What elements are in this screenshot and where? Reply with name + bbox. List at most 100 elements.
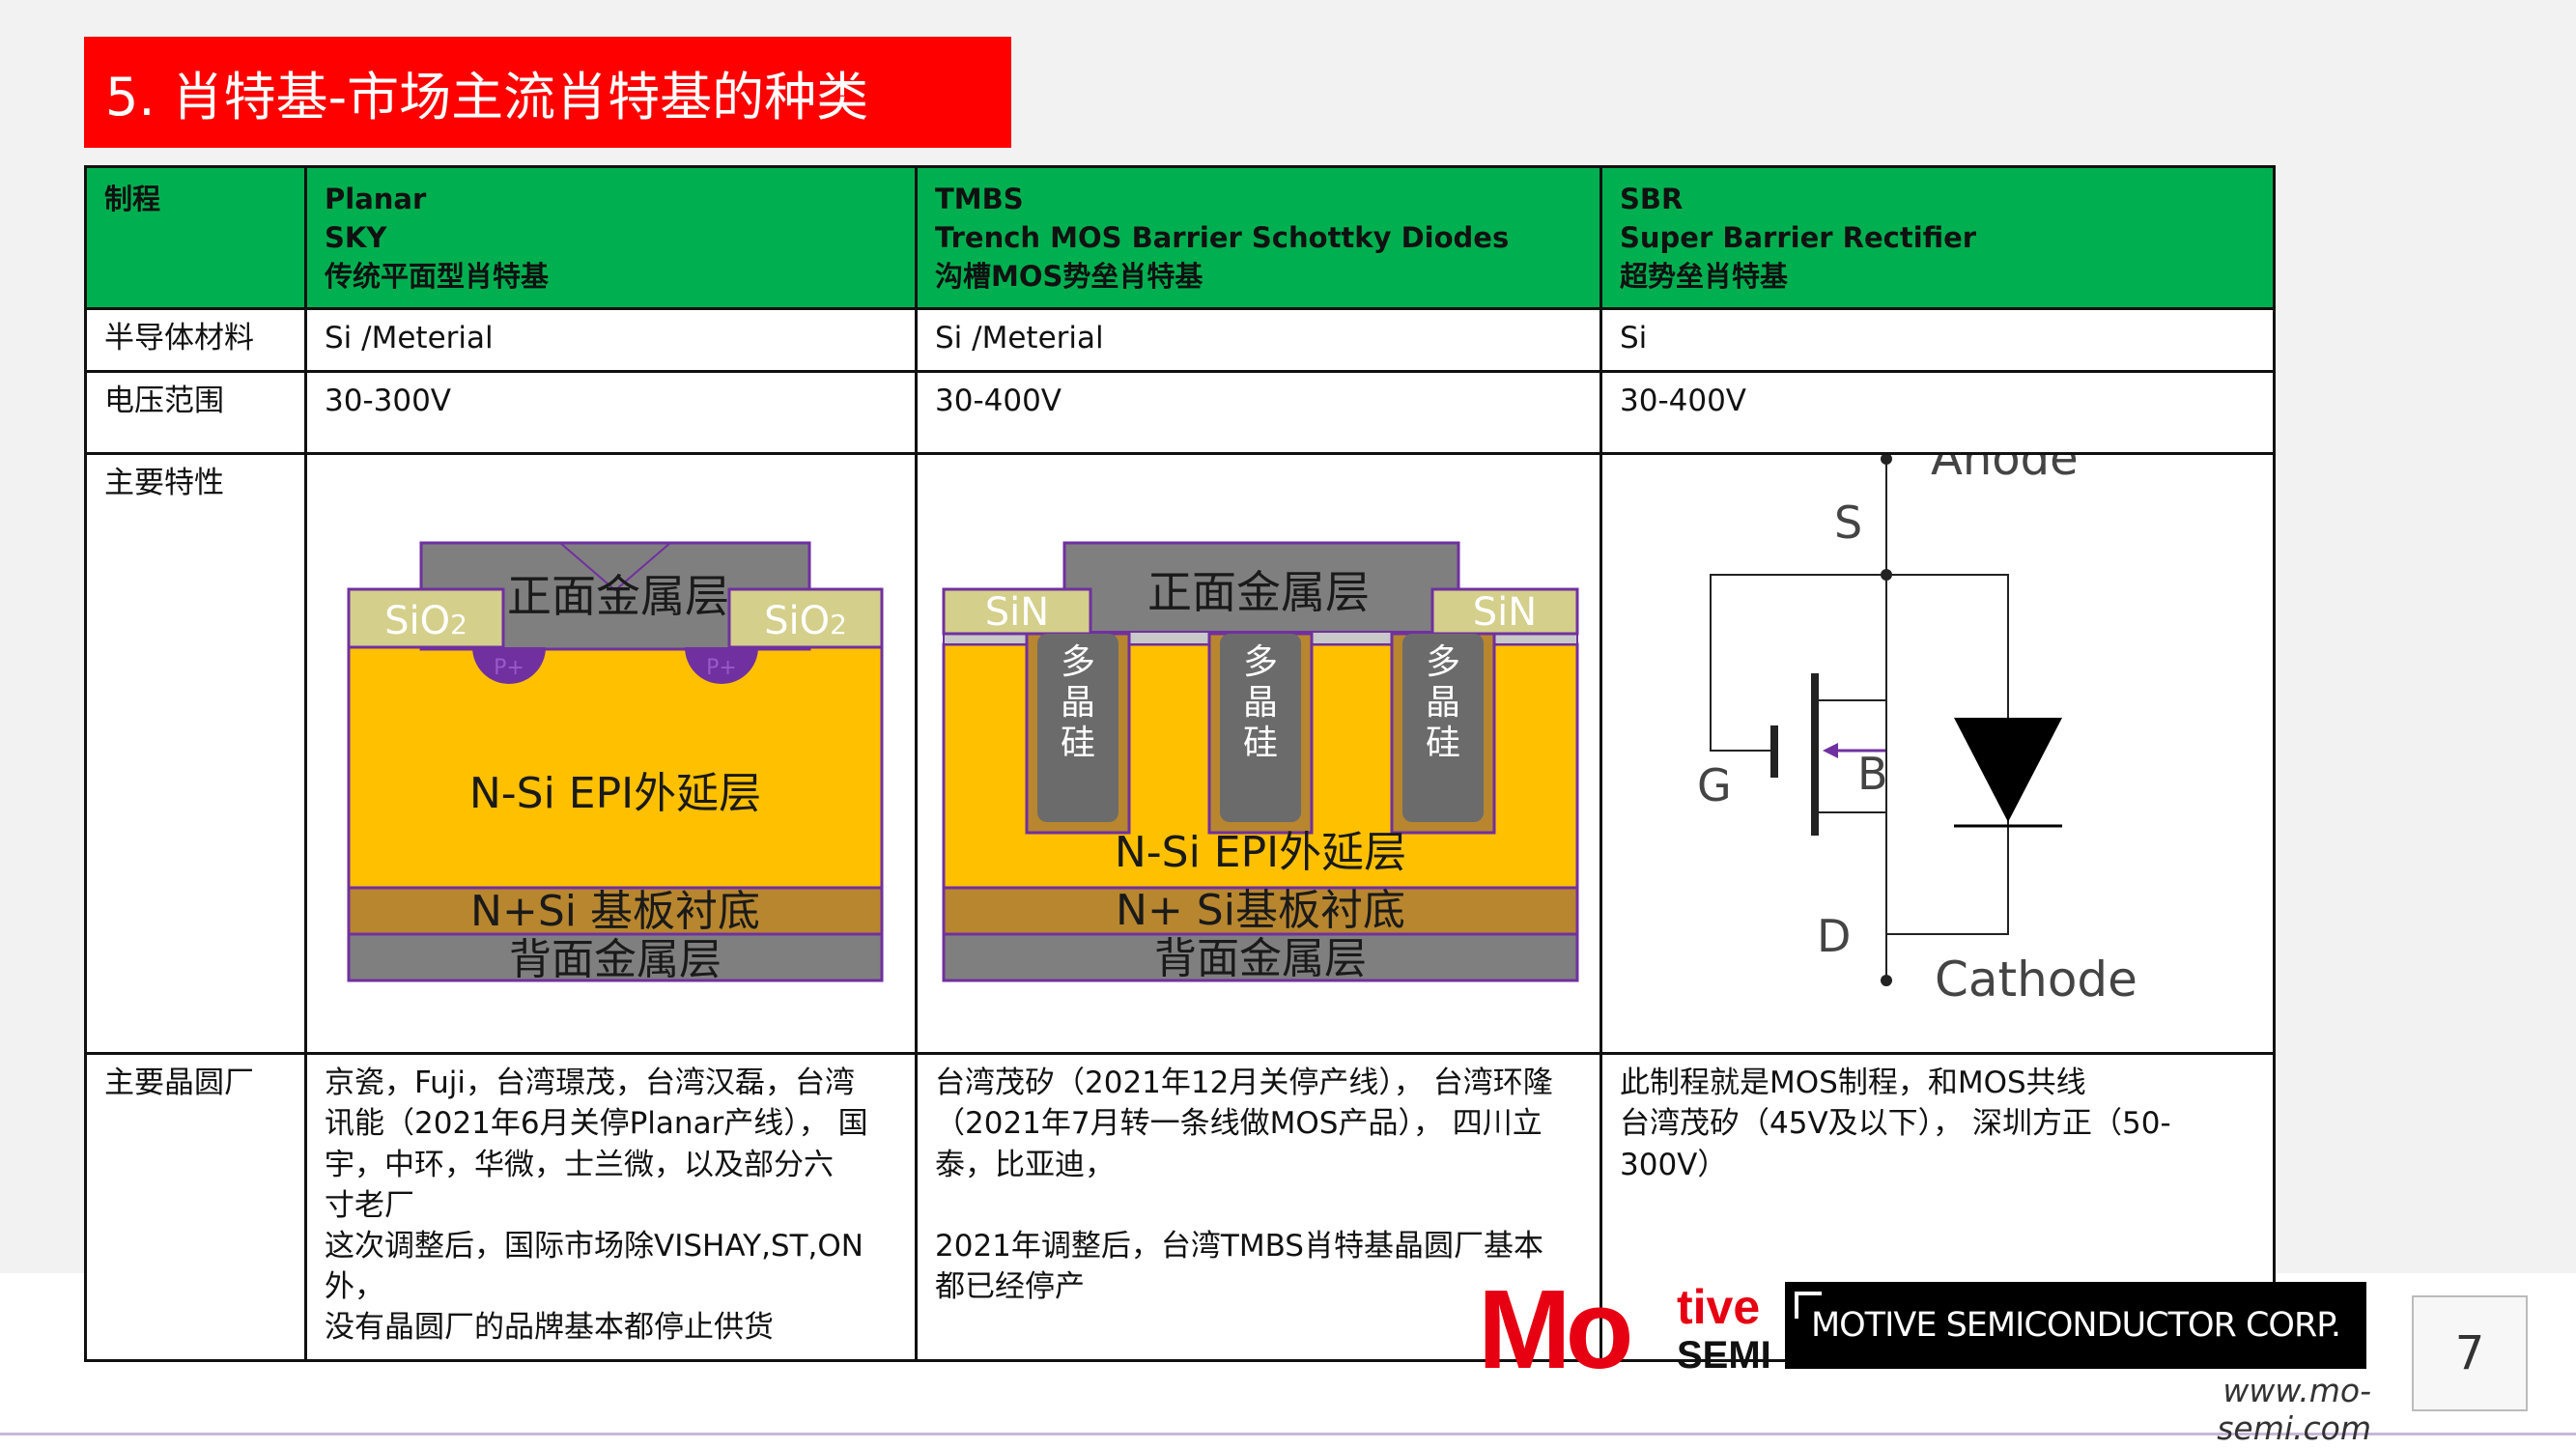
sbr-body-arrow-head — [1823, 743, 1838, 759]
tmbs-poly-label: 硅 — [1426, 724, 1460, 763]
planar-sio2-right-sub: 2 — [830, 609, 847, 640]
cell-voltage-planar: 30-300V — [304, 370, 918, 456]
tmbs-trench-3: 多 晶 硅 — [1390, 632, 1496, 835]
sbr-source-wire — [1815, 575, 1887, 702]
sbr-diode-triangle — [1954, 718, 2062, 823]
planar-top-metal-label: 正面金属层 — [507, 570, 729, 622]
tmbs-poly-label: 硅 — [1243, 724, 1278, 763]
logo-semi: SEMI — [1677, 1334, 1771, 1377]
slide-title-text: 5. 肖特基-市场主流肖特基的种类 — [105, 67, 869, 128]
fabs-tmbs-line: （2021年7月转一条线做MOS产品）， 四川立 — [935, 1106, 1543, 1142]
header-planar-line1: Planar — [325, 183, 427, 215]
header-sbr: SBR Super Barrier Rectifier 超势垒肖特基 — [1599, 164, 2276, 311]
sbr-cathode-terminal — [1881, 975, 1892, 987]
planar-structure-diagram: P+ P+ 正面金属层 SiO2 SiO2 N-Si EPI外延层 N+Si 基… — [347, 541, 884, 984]
fabs-tmbs-line: 2021年调整后，台湾TMBS肖特基晶圆厂基本 — [935, 1228, 1543, 1264]
tmbs-poly-label: 硅 — [1061, 724, 1095, 763]
sbr-anode-label: Anode — [1931, 455, 2079, 486]
sbr-source-label: S — [1834, 497, 1862, 549]
header-sbr-line1: SBR — [1620, 183, 1684, 215]
fabs-sbr-line: 此制程就是MOS制程，和MOS共线 — [1620, 1065, 2086, 1101]
planar-p-plus-label-left: P+ — [494, 656, 524, 680]
planar-back-metal — [347, 932, 884, 982]
fabs-planar-line: 宇，中环，华微，士兰微，以及部分六 — [325, 1147, 834, 1182]
logo-company-box: MOTIVE SEMICONDUCTOR CORP. — [1785, 1282, 2366, 1369]
sbr-body-label: B — [1857, 748, 1888, 800]
fabs-planar-line: 京瓷，Fuji，台湾璟茂，台湾汉磊，台湾 — [325, 1065, 856, 1101]
tmbs-trench-1: 多 晶 硅 — [1025, 632, 1131, 835]
cell-fabs-planar: 京瓷，Fuji，台湾璟茂，台湾汉磊，台湾 讯能（2021年6月关停Planar产… — [304, 1052, 918, 1363]
sbr-gate-label: G — [1697, 759, 1732, 811]
header-planar-line2: SKY — [325, 221, 387, 255]
row-label-fabs: 主要晶圆厂 — [84, 1052, 307, 1363]
tmbs-top-metal-label: 正面金属层 — [1147, 566, 1370, 618]
cell-sbr-diagram: Anode S G B D Cathode — [1599, 452, 2276, 1056]
fabs-tmbs-line: 台湾茂矽（2021年12月关停产线）， 台湾环隆 — [935, 1065, 1553, 1101]
comparison-table: 制程 Planar SKY 传统平面型肖特基 TMBS Trench MOS B… — [84, 164, 2276, 1363]
tmbs-poly-label: 晶 — [1061, 683, 1095, 723]
tmbs-poly-label: 晶 — [1243, 683, 1278, 723]
planar-substrate — [347, 886, 884, 936]
cell-material-tmbs: Si /Meterial — [915, 307, 1602, 374]
header-planar: Planar SKY 传统平面型肖特基 — [304, 164, 918, 311]
planar-metal-groove — [559, 542, 671, 592]
fabs-planar-line: 没有晶圆厂的品牌基本都停止供货 — [325, 1310, 774, 1346]
sbr-circuit-diagram: Anode S G B D Cathode — [1697, 455, 2137, 1008]
footer-divider — [0, 1433, 2576, 1435]
header-process: 制程 — [84, 164, 307, 311]
tmbs-sin-right-label: SiN — [1473, 590, 1537, 635]
fabs-sbr-line: 台湾茂矽（45V及以下）， 深圳方正（50- — [1620, 1106, 2171, 1142]
planar-sio2-right — [727, 587, 884, 649]
tmbs-back-metal — [942, 932, 1579, 982]
cell-voltage-tmbs: 30-400V — [915, 370, 1602, 456]
logo-company-name: MOTIVE SEMICONDUCTOR CORP. — [1810, 1306, 2341, 1345]
cell-fabs-tmbs: 台湾茂矽（2021年12月关停产线）， 台湾环隆 （2021年7月转一条线做MO… — [915, 1052, 1602, 1363]
planar-sio2-left-text: SiO — [384, 599, 450, 643]
page-number: 7 — [2412, 1295, 2528, 1411]
tmbs-trench-1-poly — [1037, 634, 1118, 823]
fabs-tmbs-spacer — [935, 1185, 1582, 1226]
tmbs-sin-right — [1430, 587, 1579, 636]
tmbs-poly-label: 多 — [1061, 642, 1095, 682]
planar-sio2-left — [347, 587, 505, 649]
logo-tive: tive — [1677, 1280, 1760, 1334]
planar-epi-layer — [347, 645, 884, 890]
cell-voltage-sbr: 30-400V — [1599, 370, 2276, 456]
fabs-planar-line: 这次调整后，国际市场除VISHAY,ST,ON外， — [325, 1228, 863, 1304]
planar-sio2-right-label: SiO2 — [764, 599, 847, 643]
sbr-cathode-label: Cathode — [1935, 952, 2137, 1008]
planar-sio2-left-sub: 2 — [450, 609, 467, 640]
cell-tmbs-diagram: 多 晶 硅 多 晶 硅 多 晶 硅 正面金属层 — [915, 452, 1602, 1056]
fabs-planar-line: 寸老厂 — [325, 1187, 414, 1223]
planar-substrate-label: N+Si 基板衬底 — [470, 887, 760, 936]
page-number-text: 7 — [2454, 1326, 2485, 1380]
motive-logo: Mo tive SEMI — [1478, 1273, 1771, 1379]
logo-mo: Mo — [1478, 1273, 1630, 1379]
header-sbr-line3: 超势垒肖特基 — [1620, 260, 1789, 294]
tmbs-trench-2-poly — [1220, 634, 1301, 823]
header-sbr-line2: Super Barrier Rectifier — [1620, 221, 1977, 255]
tmbs-structure-diagram: 多 晶 硅 多 晶 硅 多 晶 硅 正面金属层 — [942, 541, 1579, 983]
planar-p-plus-label-right: P+ — [706, 656, 737, 680]
planar-p-plus-right — [685, 647, 758, 685]
tmbs-poly-label: 晶 — [1426, 683, 1460, 723]
tmbs-back-metal-label: 背面金属层 — [1154, 934, 1367, 983]
row-label-features: 主要特性 — [84, 452, 307, 1056]
planar-sio2-right-text: SiO — [764, 599, 830, 643]
tmbs-epi-label: N-Si EPI外延层 — [1115, 828, 1406, 877]
sbr-drain-label: D — [1817, 910, 1851, 962]
website-url[interactable]: www.mo-semi.com — [2217, 1372, 2371, 1447]
fabs-planar-line: 讯能（2021年6月关停Planar产线）， 国 — [325, 1106, 868, 1142]
table-row-features: 主要特性 P+ P+ 正面金属层 SiO2 SiO2 N-Si EPI外延层 N… — [84, 452, 2276, 1056]
table-row-voltage: 电压范围 30-300V 30-400V 30-400V — [84, 370, 2276, 456]
cell-material-sbr: Si — [1599, 307, 2276, 374]
header-planar-line3: 传统平面型肖特基 — [325, 260, 550, 294]
tmbs-poly-label: 多 — [1426, 642, 1460, 682]
tmbs-sin-left-label: SiN — [985, 590, 1049, 635]
cell-material-planar: Si /Meterial — [304, 307, 918, 374]
logo-corner-mark — [1795, 1292, 1822, 1319]
header-tmbs-line3: 沟槽MOS势垒肖特基 — [935, 260, 1203, 294]
fabs-tmbs-line: 泰，比亚迪， — [935, 1147, 1115, 1182]
tmbs-poly-label: 多 — [1243, 642, 1278, 682]
row-label-material: 半导体材料 — [84, 307, 307, 374]
